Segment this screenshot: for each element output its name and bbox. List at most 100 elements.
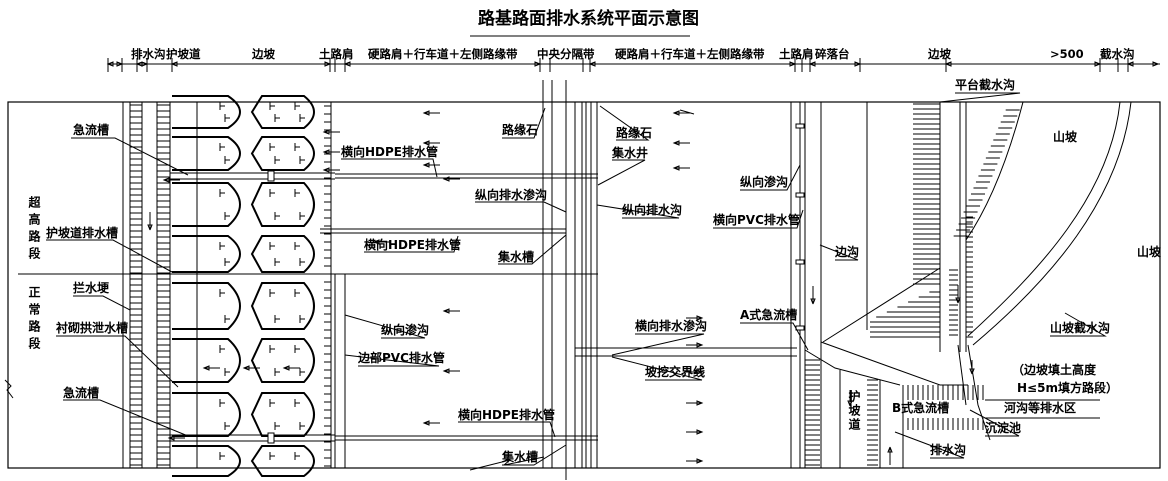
dim-earth-shoulder-left: 土路肩 [319,47,354,61]
arch-cell [172,95,241,129]
flow-arrow [162,177,170,183]
hill-intercept-ditch [972,101,1132,346]
break-mark [679,109,695,115]
flow-arrow [422,110,430,116]
label-curb-right: 路缘石 [616,125,652,140]
grass-symbol [294,143,300,151]
label-collector-1: 集水槽 [497,249,534,264]
dimension-arrow [808,61,862,67]
arch-cell [250,235,315,273]
label-chute-bottom: 急流槽 [63,385,99,400]
grass-symbol [224,368,230,376]
grass-symbol [299,422,305,430]
flow-arrow [672,140,680,146]
arch-cell [172,282,241,330]
flow-arrow [887,446,893,465]
arch-cell [250,95,315,129]
label-platform-intercept: 平台截水沟 [955,77,1015,92]
grass-symbol [219,189,225,197]
flow-arrow [672,165,680,171]
hill-intercept-ditch [967,101,1121,337]
label-long-seep-left: 纵向渗沟 [381,322,429,337]
leader-line [502,107,546,139]
ditch-line [820,341,968,386]
grass-symbol [219,242,225,250]
label-long-drain-ditch: 纵向排水沟 [622,202,682,217]
flow-arrow [696,400,704,406]
flow-arrow [696,458,704,464]
leader-line [475,201,567,213]
pipe-joint [267,432,275,444]
flow-arrow [696,369,704,375]
grass-symbol [299,315,305,323]
grass-symbol [299,212,305,220]
arch-cell [250,445,315,477]
flow-arrow [696,315,704,321]
dim-slope-left: 边坡 [251,47,275,61]
grass-symbol [224,258,230,266]
label-berm-drain: 护坡道排水槽 [46,225,118,240]
dimension-arrow [170,61,332,67]
leader-line [46,239,173,273]
label-collector-2: 集水槽 [501,449,538,464]
dimension-arrow [588,61,797,67]
flow-arrow [322,167,330,173]
grass-symbol [299,114,305,122]
leader-line [1050,312,1107,337]
dim-median: 中央分隔带 [537,47,595,61]
grass-symbol [294,189,300,197]
grass-symbol [269,189,275,197]
pvc-outlet [795,259,805,265]
section-labels: 超高路段 正常路段 [27,195,41,354]
flow-arrow [372,239,380,245]
flow-arrow [442,368,450,374]
leader-line [56,335,179,388]
arch-cell [172,136,241,171]
label-water-ridge: 拦水埂 [73,280,110,295]
grass-symbol [224,212,230,220]
arch-cell [250,392,315,437]
grass-symbol [219,289,225,297]
leader-line [740,164,801,191]
break-mark [469,456,545,471]
leader-line [344,354,440,367]
dimension-arrow [1126,61,1160,67]
flow-arrow [167,435,175,441]
flow-arrow [422,140,430,146]
leader-line [597,159,646,186]
flow-arrow [696,429,704,435]
label-curb-left: 路缘石 [502,122,538,137]
label-catch-well: 集水井 [611,145,648,160]
flow-arrow [242,365,250,371]
label-hdpe-pipe-1: 横向HDPE排水管 [341,144,438,159]
grass-symbol [224,422,230,430]
pipe-joint [267,170,275,182]
leader-line [458,421,556,438]
dim-intercept-ditch: 截水沟 [1100,47,1135,61]
grass-symbol [269,102,275,110]
dim-berm: 护坡道 [166,47,201,61]
flow-arrow [810,286,816,305]
leader-line [502,444,567,466]
leader-line [939,92,1021,103]
label-lined-arch: 衬砌拱泄水槽 [56,320,128,335]
label-trans-pvc: 横向PVC排水管 [713,212,800,227]
pvc-outlet [795,123,805,129]
dim-drain-ditch: 排水沟 [131,47,166,61]
superelevation-section-label: 超高路段 [27,195,41,264]
grass-symbol [294,399,300,407]
flow-arrow [969,360,975,375]
note-fill-height: （边坡填土高度 [1012,362,1097,377]
grass-symbol [294,102,300,110]
flow-arrow [422,162,430,168]
drawing-frame [7,101,1161,469]
label-chute-top: 急流槽 [73,122,109,137]
arch-cell [172,182,241,227]
label-hill-intercept: 山坡截水沟 [1050,320,1110,335]
dimension-header: 排水沟 护坡道 边坡 土路肩 硬路肩＋行车道＋左侧路缘带 中央分隔带 硬路肩＋行… [131,47,1135,61]
callout-labels: 急流槽 横向HDPE排水管 路缘石 纵向排水渗沟 护坡道排水槽 横向HDPE排水… [46,77,1162,464]
grass-symbol [224,114,230,122]
grass-symbol [219,102,225,110]
label-settling-tank: 沉淀池 [985,420,1021,435]
